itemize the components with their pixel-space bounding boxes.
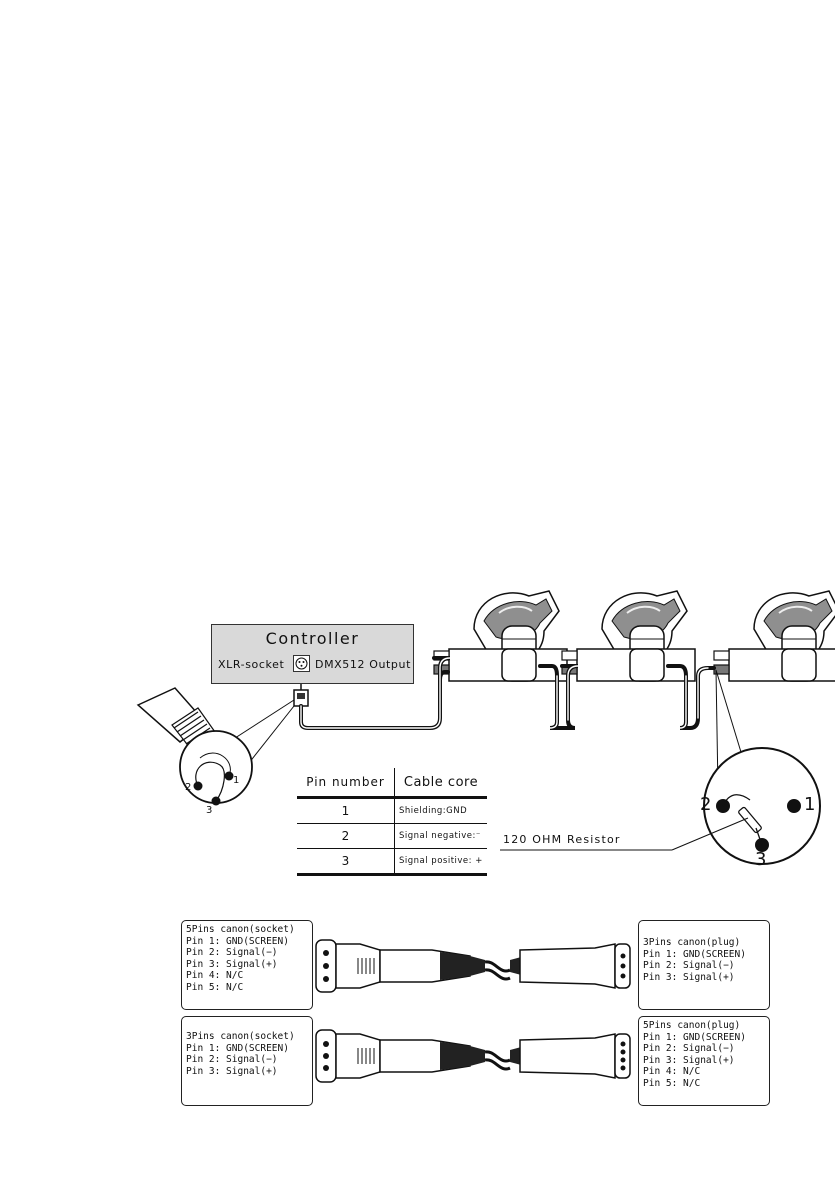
cable-core-cell: Shielding:GND: [394, 797, 487, 824]
dmx-output-plug: [293, 684, 309, 707]
pin-table: Pin number Cable core 1 Shielding:GND 2 …: [297, 768, 487, 876]
wiring-box-line: Pin 4: N/C: [643, 1066, 701, 1077]
wiring-box-3pin-socket: 3Pins canon(socket) Pin 1: GND(SCREEN) P…: [181, 1016, 313, 1106]
cable-core-cell: Signal negative:⁻: [394, 823, 487, 849]
wiring-box-line: 5Pins canon(plug): [643, 1020, 741, 1031]
controller-output-label: DMX512 Output: [315, 658, 411, 671]
controller-socket-label: XLR-socket: [218, 658, 285, 671]
wiring-box-line: 3Pins canon(socket): [186, 1031, 295, 1042]
resistor-label: 120 OHM Resistor: [503, 833, 621, 846]
wiring-box-line: Pin 1: GND(SCREEN): [186, 935, 289, 947]
wiring-box-line: Pin 5: N/C: [186, 981, 244, 993]
wiring-box-line: Pin 1: GND(SCREEN): [643, 948, 746, 960]
controller-title: Controller: [265, 629, 360, 648]
xlr-socket-icon: [293, 655, 310, 672]
pin-table-header-core: Cable core: [394, 768, 487, 799]
wiring-box-line: Pin 2: Signal(−): [186, 1054, 278, 1065]
xlr-plug-hand-drawing: [136, 687, 216, 749]
large-connector-pin-2: 2: [700, 794, 712, 815]
small-connector-pin-2: 2: [185, 782, 192, 793]
wiring-box-line: Pin 2: Signal(−): [643, 1043, 735, 1054]
wiring-box-line: Pin 2: Signal(−): [643, 960, 735, 971]
callout-lines-left: [231, 699, 295, 769]
wiring-box-5pin-socket: 5Pins canon(socket) Pin 1: GND(SCREEN) P…: [181, 920, 313, 1010]
cable-adapter-5pin-to-3pin: [315, 939, 631, 993]
wiring-box-line: Pin 3: Signal(+): [186, 1065, 278, 1077]
wiring-box-line: Pin 3: Signal(+): [643, 1054, 735, 1066]
small-connector-pin-3: 3: [206, 805, 213, 816]
wiring-box-line: Pin 2: Signal(−): [186, 947, 278, 958]
wiring-box-line: 5Pins canon(socket): [186, 924, 295, 935]
pin-number-cell: 2: [297, 823, 395, 849]
wiring-box-line: 3Pins canon(plug): [643, 937, 741, 948]
wiring-box-line: Pin 1: GND(SCREEN): [643, 1031, 746, 1043]
wiring-box-line: Pin 3: Signal(+): [186, 958, 278, 970]
cable-core-cell: Signal positive: +: [394, 848, 487, 876]
xlr-small-connector-face: [179, 730, 253, 806]
fixture-3: [713, 590, 835, 682]
pin-number-cell: 3: [297, 848, 395, 876]
xlr-large-connector-face: [703, 747, 821, 865]
wiring-box-5pin-plug: 5Pins canon(plug) Pin 1: GND(SCREEN) Pin…: [638, 1016, 770, 1106]
pin-table-header-pin: Pin number: [297, 768, 395, 799]
large-connector-pin-3: 3: [755, 849, 767, 870]
table-row: 1 Shielding:GND: [297, 797, 487, 824]
table-row: 2 Signal negative:⁻: [297, 823, 487, 849]
cable-adapter-3pin-to-5pin: [315, 1029, 631, 1083]
wiring-box-line: Pin 5: N/C: [643, 1077, 701, 1089]
small-connector-pin-1: 1: [233, 775, 240, 786]
controller-box: Controller XLR-socket DMX512 Output: [211, 624, 414, 684]
pin-number-cell: 1: [297, 797, 395, 824]
wiring-box-line: Pin 1: GND(SCREEN): [186, 1042, 289, 1054]
wiring-box-line: Pin 4: N/C: [186, 970, 244, 981]
pin-table-header-row: Pin number Cable core: [297, 768, 487, 799]
wiring-box-3pin-plug: 3Pins canon(plug) Pin 1: GND(SCREEN) Pin…: [638, 920, 770, 1010]
wiring-box-line: Pin 3: Signal(+): [643, 971, 735, 983]
table-row: 3 Signal positive: +: [297, 848, 487, 876]
large-connector-pin-1: 1: [804, 794, 816, 815]
